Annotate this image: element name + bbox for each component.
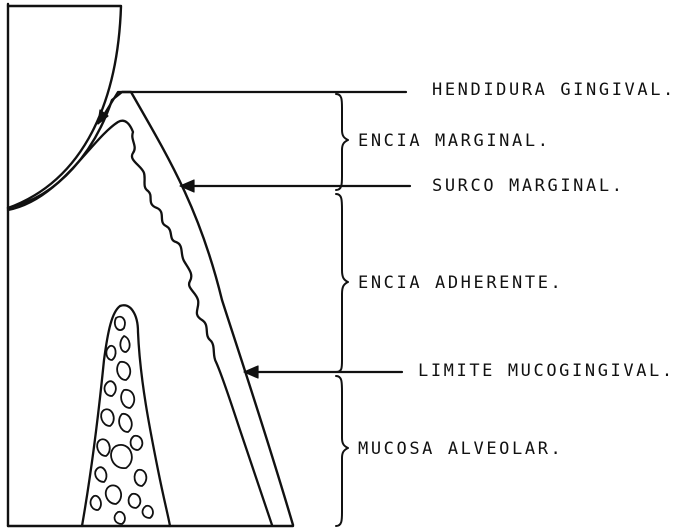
limite-mucogingival-pointer: [244, 366, 402, 378]
label-mucosa-alveolar: MUCOSA ALVEOLAR.: [358, 439, 563, 459]
label-hendidura-gingival: HENDIDURA GINGIVAL.: [432, 80, 676, 100]
hendidura-gingival-pointer: [98, 92, 406, 124]
label-limite-mucogingival: LIMITE MUCOGINGIVAL.: [418, 361, 675, 381]
brace-mucosa-alveolar: [336, 376, 348, 526]
bone-trabeculae: [91, 317, 153, 524]
alveolar-bone-outline: [82, 305, 170, 526]
surco-marginal-pointer: [180, 180, 410, 192]
label-encia-marginal: ENCIA MARGINAL.: [358, 131, 551, 151]
label-encia-adherente: ENCIA ADHERENTE.: [358, 273, 563, 293]
brace-encia-marginal: [336, 94, 348, 190]
brace-encia-adherente: [336, 194, 348, 372]
label-surco-marginal: SURCO MARGINAL.: [432, 176, 625, 196]
gingiva-inner-contour: [8, 121, 272, 525]
